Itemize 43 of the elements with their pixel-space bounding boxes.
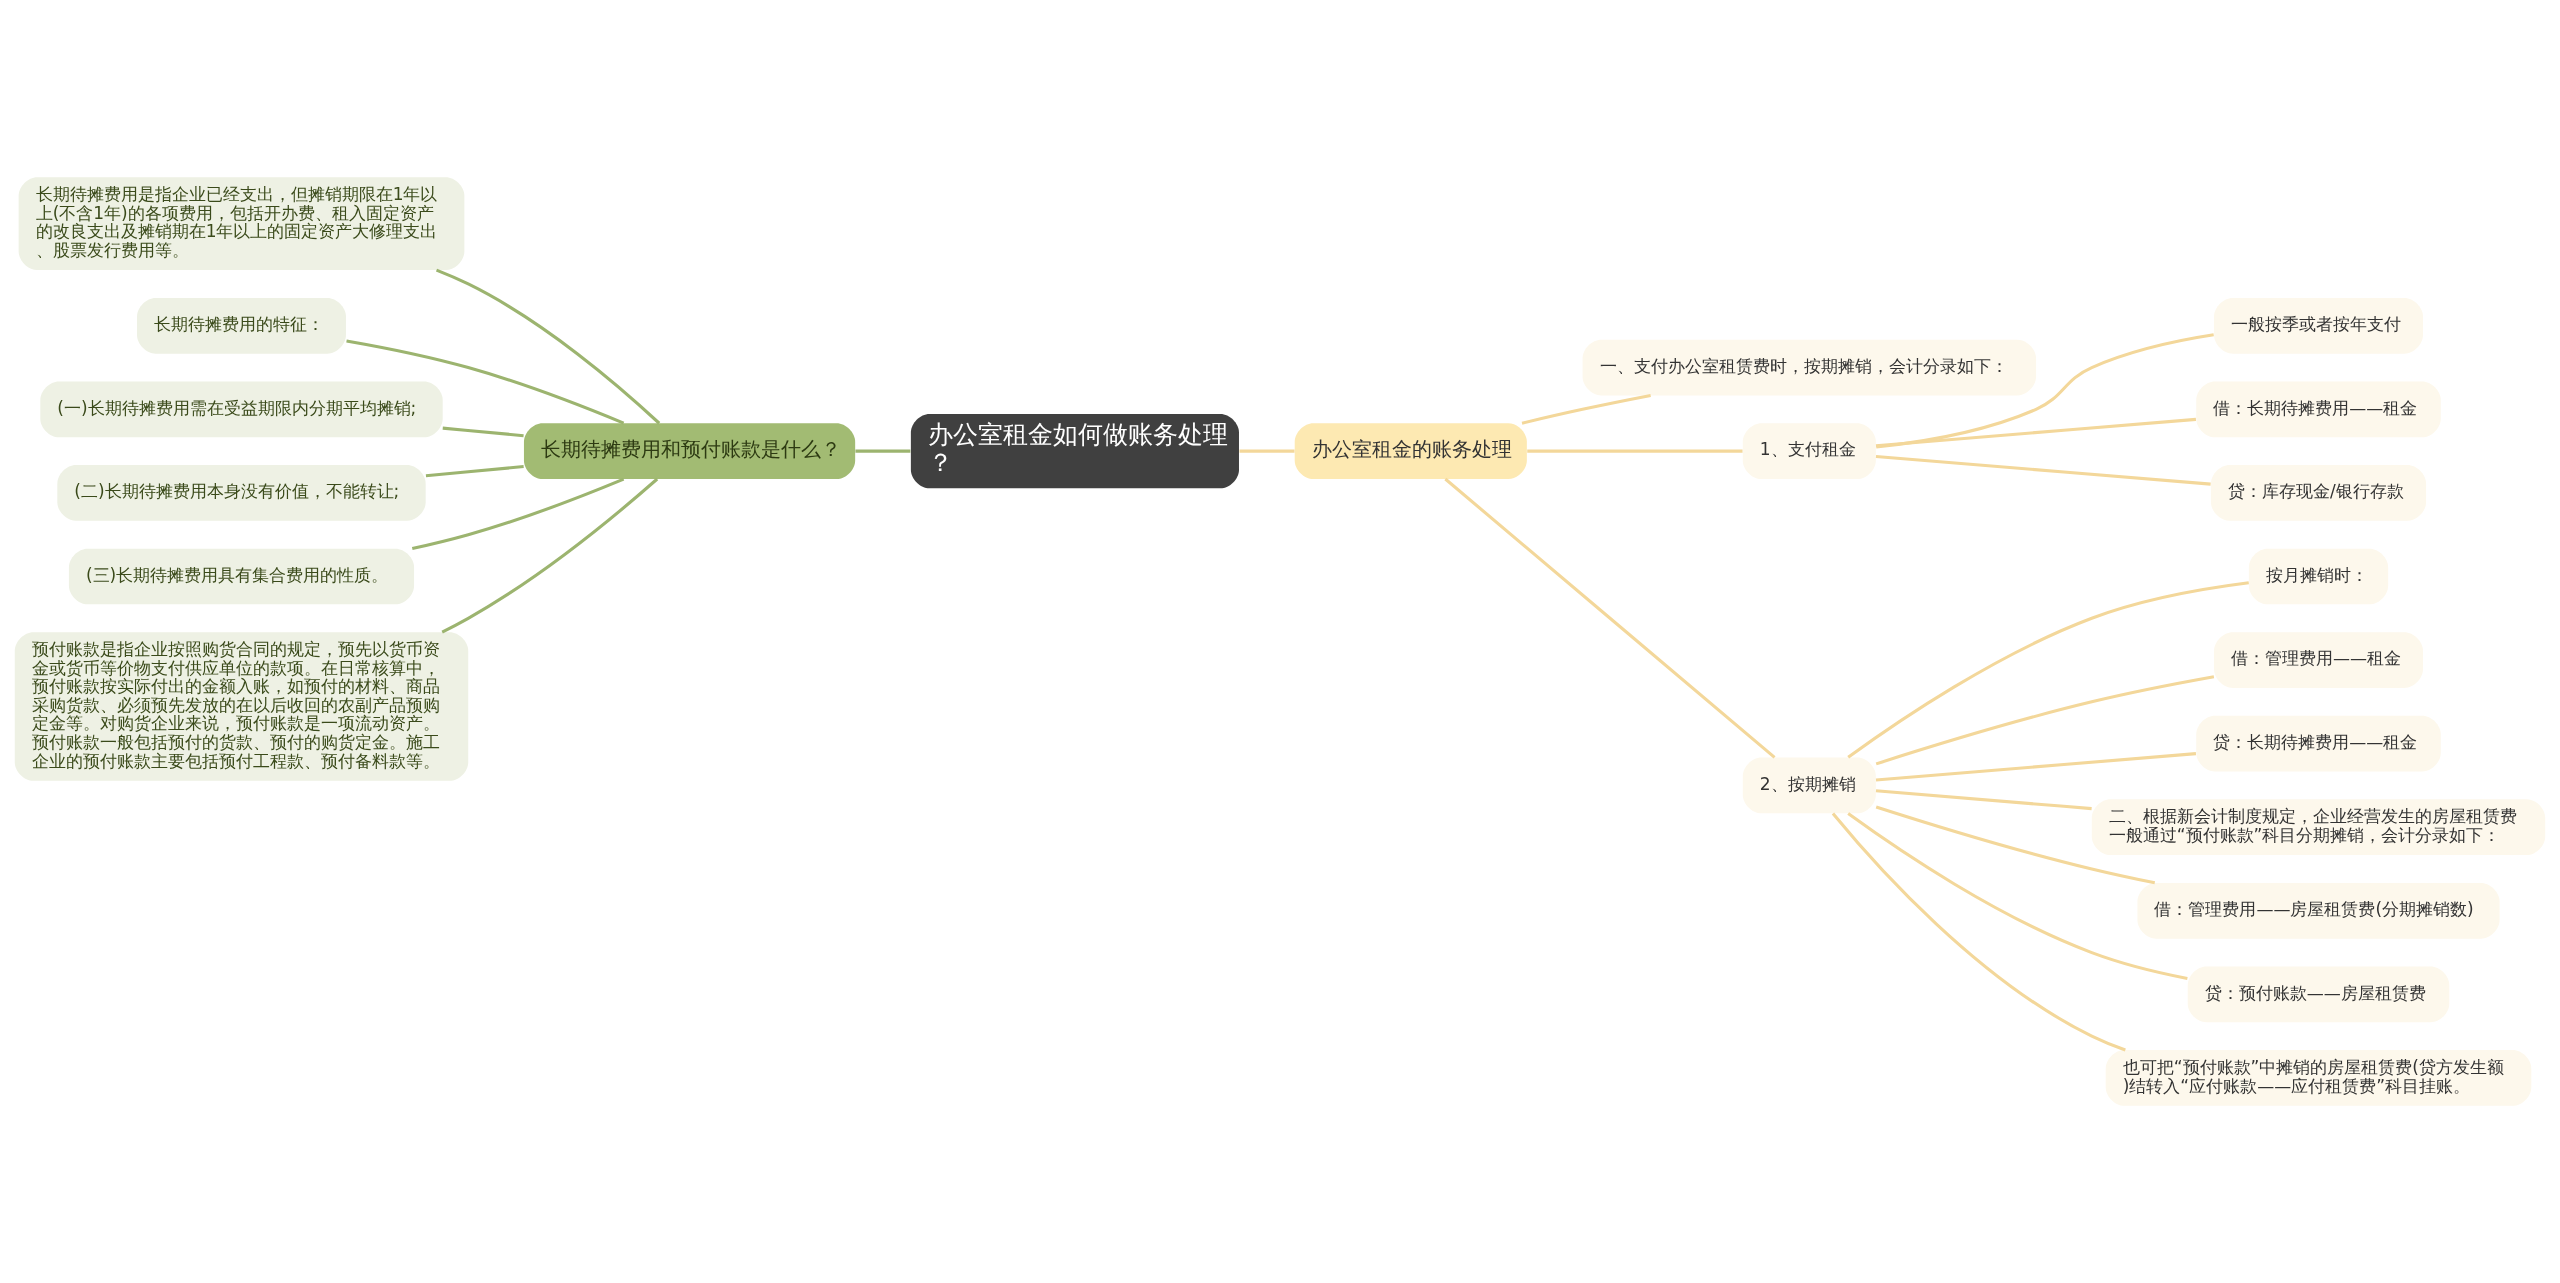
node-box: 办公室租金如何做账务处理？	[910, 414, 1239, 489]
connector	[1875, 752, 2197, 782]
connector	[1847, 581, 2249, 759]
node-box: (一)长期待摊费用需在受益期限内分期平均摊销;	[40, 381, 443, 438]
connector	[1875, 675, 2215, 766]
node-box: (三)长期待摊费用具有集合费用的性质。	[68, 548, 415, 605]
connector	[1875, 789, 2092, 811]
connector	[346, 339, 625, 425]
node-box: 贷：预付账款——房屋租赁费	[2187, 966, 2450, 1023]
node-box: 长期待摊费用是指企业已经支出，但摊销期限在1年以上(不含1年)的各项费用，包括开办费、租入固定资产的改良支出及摊销期在1年以上的固定资产大修理支出、股票发行费用等。	[18, 177, 465, 271]
connector	[1875, 454, 2211, 486]
node-box: 二、根据新会计制度规定，企业经营发生的房屋租赁费一般通过“预付账款”科目分期摊销，会计分录如下：	[2091, 799, 2546, 856]
node-box: 借：管理费用——房屋租赁费(分期摊销数)	[2137, 882, 2500, 939]
connector	[442, 426, 524, 438]
node-box: 1、支付租金	[1742, 423, 1876, 479]
connector	[855, 449, 911, 453]
connector	[425, 465, 524, 478]
connector	[435, 268, 661, 425]
connector	[441, 477, 659, 634]
node-box: 办公室租金的账务处理	[1294, 423, 1527, 479]
node-box: 长期待摊费用和预付账款是什么？	[523, 423, 856, 479]
connector	[1875, 805, 2156, 885]
node-box: 预付账款是指企业按照购货合同的规定，预先以货币资金或货币等价物支付供应单位的款项。在日常核算中，预付账款按实际付出的金额入账，如预付的材料、商品采购货款、必须预先发放的在以后收回的农副产品预购定金等。对购货企业来说，预付账款是一项流动资产。预付账款一般包括预付的货款、预付的购货定金。施工企业的预付账款主要包括预付工程款、预付备料款等。	[14, 632, 469, 781]
node-box: 一、支付办公室租赁费时，按期摊销，会计分录如下：	[1582, 339, 2037, 396]
connector	[1527, 449, 1743, 453]
node-box: (二)长期待摊费用本身没有价值，不能转让;	[57, 465, 426, 521]
node-box: 贷：库存现金/银行存款	[2210, 465, 2427, 521]
node-box: 借：长期待摊费用——租金	[2196, 381, 2441, 438]
node-box: 也可把“预付账款”中摊销的房屋租赁费(贷方发生额)结转入“应付账款——应付租赁费”科目挂账。	[2105, 1050, 2532, 1106]
node-box: 贷：长期待摊费用——租金	[2196, 715, 2441, 772]
node-box: 2、按期摊销	[1742, 757, 1876, 814]
node-box: 长期待摊费用的特征：	[137, 297, 346, 354]
node-box: 按月摊销时：	[2248, 548, 2389, 605]
node-box: 借：管理费用——租金	[2214, 632, 2423, 688]
connector	[411, 477, 625, 551]
connector	[1875, 417, 2197, 448]
connector	[1521, 394, 1651, 425]
node-box: 一般按季或者按年支付	[2214, 297, 2423, 354]
connector	[1831, 812, 2126, 1052]
connector	[1444, 477, 1776, 759]
connector	[1876, 333, 2214, 449]
connector	[1239, 449, 1295, 453]
connector	[1847, 812, 2188, 980]
